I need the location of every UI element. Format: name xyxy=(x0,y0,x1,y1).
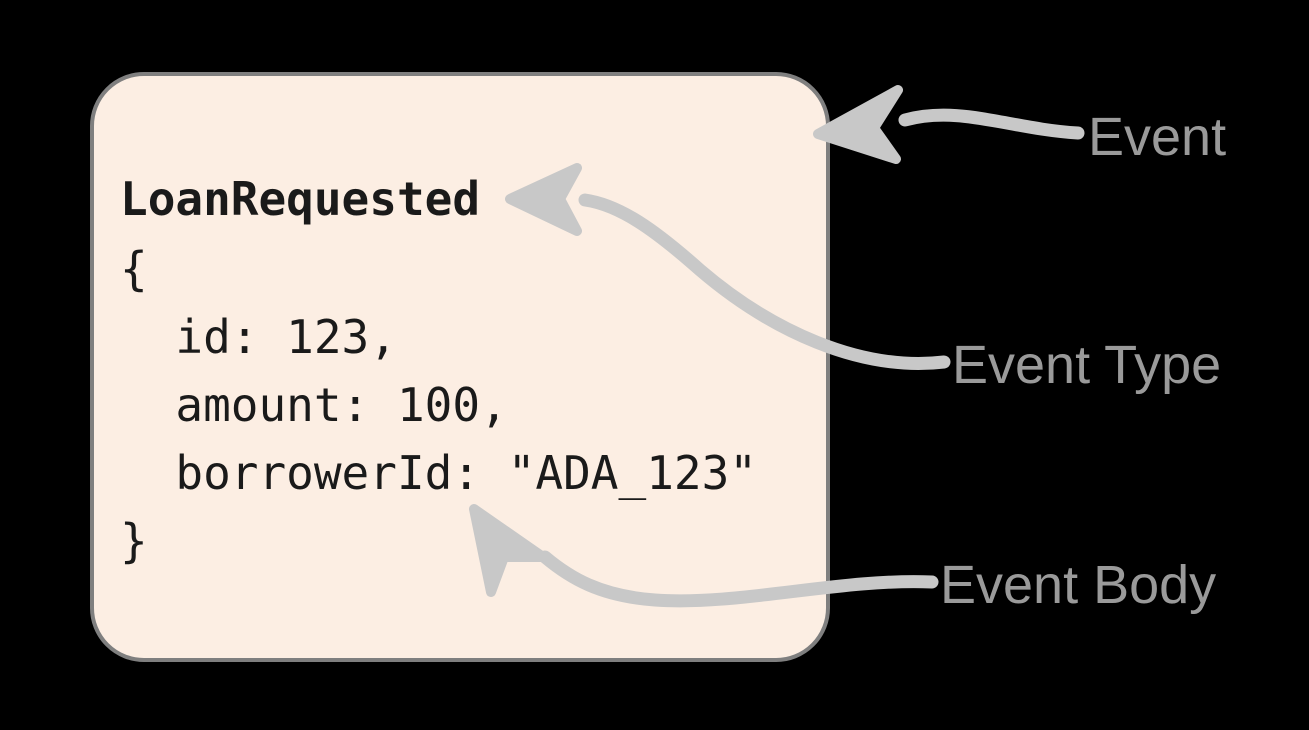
callout-event-body-connector xyxy=(538,550,939,608)
event-card-shape xyxy=(90,72,830,662)
event-type-name: LoanRequested xyxy=(120,172,480,226)
event-body-line-id: id: 123, xyxy=(120,310,397,364)
callout-event-type-arrowhead xyxy=(505,163,582,236)
callout-event-type-label: Event Type xyxy=(952,335,1221,395)
event-body-line-borrower-id: borrowerId: "ADA_123" xyxy=(120,446,757,500)
callout-event-body: Event Body xyxy=(469,504,1216,615)
event-body-line-open: { xyxy=(120,242,148,296)
event-body-line-amount: amount: 100, xyxy=(120,378,508,432)
callout-event-arrowhead xyxy=(813,85,903,164)
callout-event-type: Event Type xyxy=(505,163,1221,395)
event-card-content: LoanRequested { id: 123, amount: 100, bo… xyxy=(120,172,757,568)
callout-event-type-connector xyxy=(578,193,951,370)
callout-event: Event xyxy=(813,85,1226,167)
callout-event-body-arrowhead xyxy=(469,504,548,597)
event-body-line-close: } xyxy=(120,514,148,568)
callout-event-connector xyxy=(898,108,1085,140)
event-card xyxy=(90,72,830,662)
callout-event-label: Event xyxy=(1088,107,1226,167)
callout-event-body-label: Event Body xyxy=(940,555,1216,615)
